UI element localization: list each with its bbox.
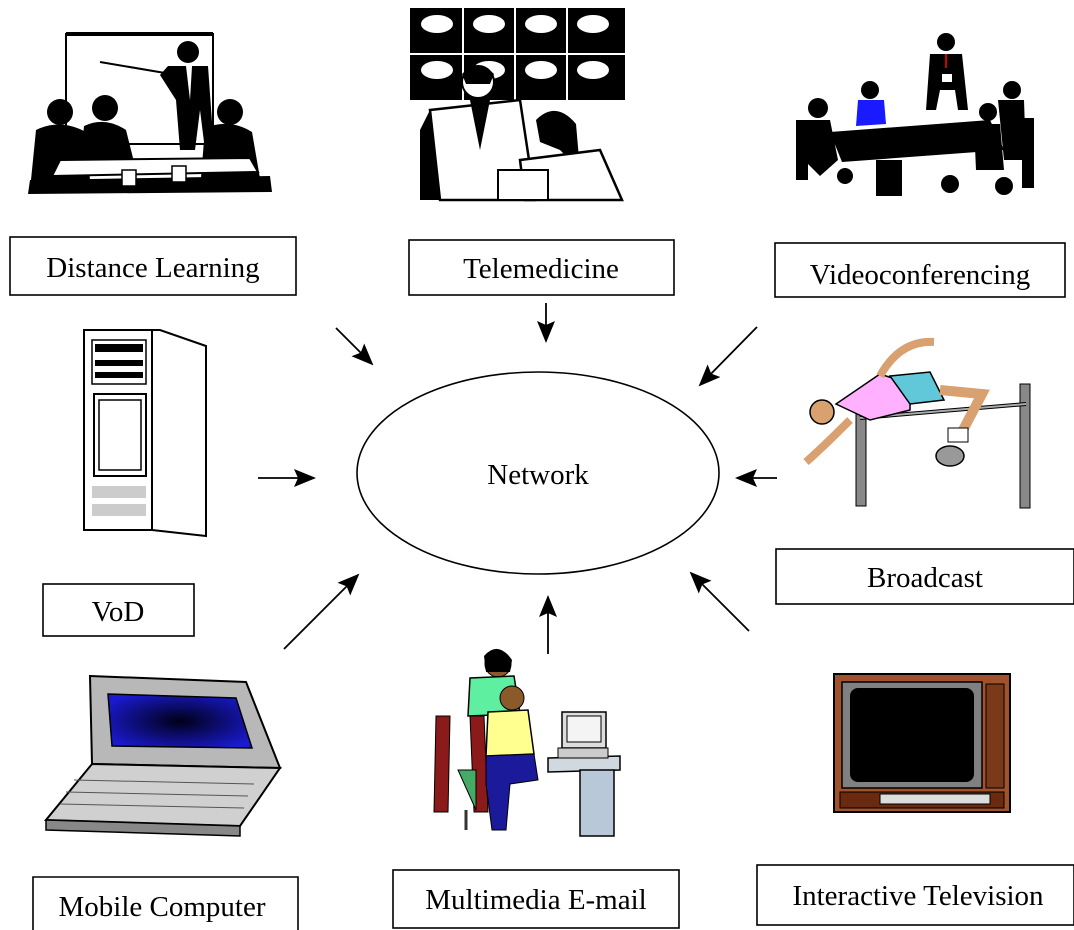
label-vod: VoD [42, 583, 195, 637]
label-telemedicine: Telemedicine [408, 239, 675, 296]
television-icon [833, 673, 1011, 813]
label-mobile-computer: Mobile Computer [32, 876, 299, 930]
arrow-interactive-television [689, 571, 750, 632]
svg-text:VoD: VoD [92, 596, 145, 628]
server-tower-icon [83, 329, 207, 538]
label-broadcast: Broadcast [775, 548, 1074, 605]
label-multimedia-email: Multimedia E-mail [392, 869, 680, 929]
network-node: Network [356, 371, 720, 575]
conference-table-icon [796, 33, 1034, 196]
label-distance-learning: Distance Learning [9, 236, 297, 296]
classroom-presentation-icon [28, 32, 272, 194]
svg-text:Mobile Computer: Mobile Computer [58, 891, 265, 923]
desktop-users-icon [433, 648, 621, 837]
label-interactive-television: Interactive Television [756, 864, 1074, 926]
arrow-videoconferencing [698, 326, 758, 387]
svg-text:Videoconferencing: Videoconferencing [810, 259, 1031, 291]
svg-text:Distance Learning: Distance Learning [46, 252, 259, 284]
svg-text:Telemedicine: Telemedicine [463, 253, 619, 285]
laptop-icon [43, 674, 282, 837]
doctors-video-wall-icon [410, 8, 625, 202]
label-videoconferencing: Videoconferencing [774, 242, 1066, 298]
network-label: Network [487, 459, 589, 491]
svg-text:Interactive Television: Interactive Television [792, 880, 1044, 912]
svg-text:Multimedia E-mail: Multimedia E-mail [425, 884, 646, 916]
svg-text:Broadcast: Broadcast [867, 562, 983, 594]
high-jumper-icon [803, 337, 1031, 509]
arrows [258, 303, 777, 654]
arrow-mobile-computer [283, 573, 360, 650]
arrow-distance-learning [335, 327, 374, 366]
